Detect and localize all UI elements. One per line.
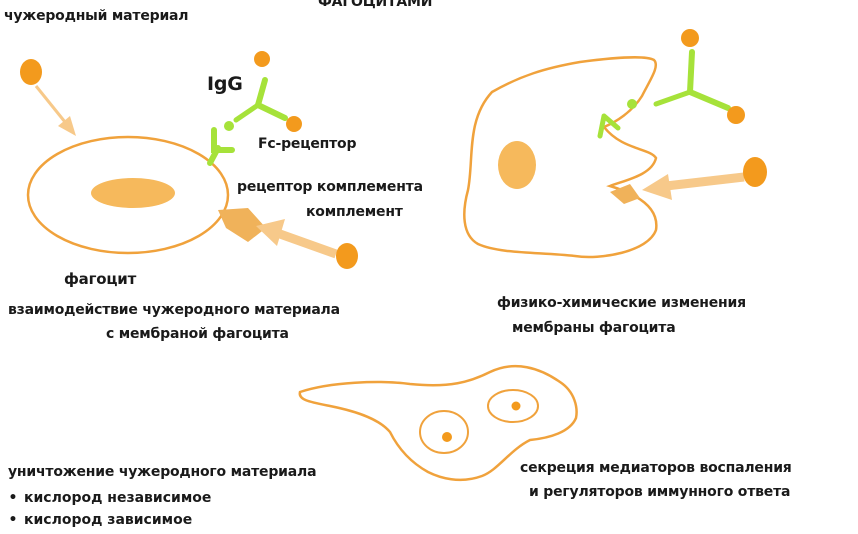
caption-secretion-2: и регуляторов иммунного ответа xyxy=(529,484,790,500)
label-igg: IgG xyxy=(207,73,243,95)
list-item: кислород зависимое xyxy=(2,509,211,531)
panel-interaction xyxy=(20,51,358,269)
label-fc-receptor: Fc-рецептор xyxy=(258,136,356,152)
vesicle-2-core xyxy=(512,402,521,411)
title-partial: ФАГОЦИТАМИ xyxy=(318,0,432,10)
arrow-complement-2 xyxy=(642,174,744,200)
foreign-particle xyxy=(20,59,42,85)
caption-changes-1: физико-химические изменения xyxy=(497,295,746,311)
label-complement-receptor: рецептор комплемента xyxy=(237,179,423,195)
panel-membrane-changes xyxy=(464,29,767,257)
label-complement: комплемент xyxy=(306,204,403,220)
complement-arrow xyxy=(256,219,336,254)
caption-interaction-2: с мембраной фагоцита xyxy=(106,326,289,342)
fc-receptor xyxy=(210,130,232,163)
destruction-methods-list: кислород независимое кислород зависимое xyxy=(2,487,211,531)
caption-destruction: уничтожение чужеродного материала xyxy=(8,464,316,480)
complement-particle-2 xyxy=(743,157,767,187)
caption-secretion-1: секреция медиаторов воспаления xyxy=(520,460,792,476)
complement-receptor xyxy=(218,208,266,242)
vesicle-1 xyxy=(420,411,468,453)
caption-changes-2: мембраны фагоцита xyxy=(512,320,675,336)
label-phagocyte: фагоцит xyxy=(64,270,136,288)
changed-cell-nucleus xyxy=(498,141,536,189)
phagocyte-changed-cell xyxy=(464,57,656,257)
caption-interaction-1: взаимодействие чужеродного материала xyxy=(8,302,340,318)
vesicle-1-core xyxy=(442,432,452,442)
arrow-to-cell xyxy=(36,86,76,136)
complement-particle xyxy=(336,243,358,269)
label-foreign-material: чужеродный материал xyxy=(4,8,188,24)
phagocyte-nucleus xyxy=(91,178,175,208)
list-item: кислород независимое xyxy=(2,487,211,509)
